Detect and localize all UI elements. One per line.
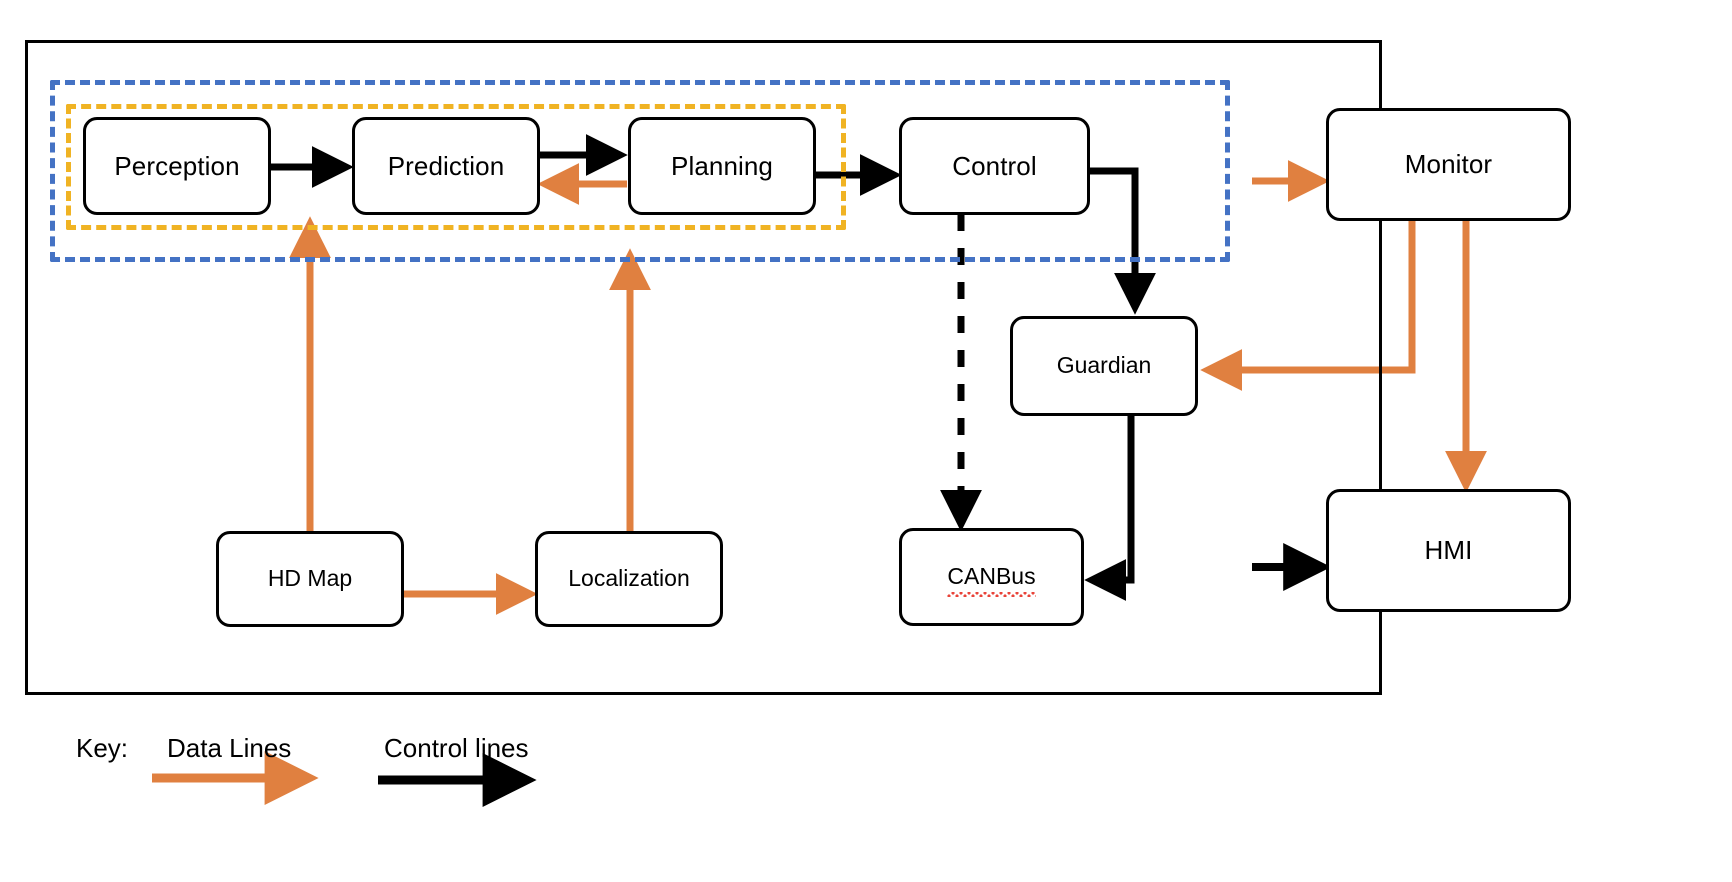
node-prediction[interactable]: Prediction: [352, 117, 540, 215]
key-data-lines-label: Data Lines: [167, 733, 292, 763]
node-hmi[interactable]: HMI: [1326, 489, 1571, 612]
node-planning[interactable]: Planning: [628, 117, 816, 215]
node-perception-label: Perception: [114, 150, 240, 181]
node-hd-map-label: HD Map: [267, 565, 353, 592]
spellcheck-underline: [947, 591, 1036, 597]
node-monitor-label: Monitor: [1404, 149, 1493, 180]
node-hd-map[interactable]: HD Map: [216, 531, 404, 627]
edge-guardian-to-canbus: [1084, 416, 1135, 601]
node-canbus[interactable]: CANBus: [899, 528, 1084, 626]
yellow-dashed-group: [66, 104, 846, 230]
node-control-label: Control: [952, 150, 1037, 181]
node-guardian[interactable]: Guardian: [1010, 316, 1198, 416]
system-boundary-box: [25, 40, 1382, 695]
node-perception[interactable]: Perception: [83, 117, 271, 215]
node-localization[interactable]: Localization: [535, 531, 723, 627]
node-canbus-label: CANBus: [947, 563, 1036, 590]
node-localization-label: Localization: [568, 565, 690, 592]
node-control[interactable]: Control: [899, 117, 1090, 215]
node-monitor[interactable]: Monitor: [1326, 108, 1571, 221]
node-canbus-label-wrap: CANBus: [947, 563, 1036, 597]
node-planning-label: Planning: [671, 150, 773, 181]
key-label: Key:: [76, 733, 129, 763]
node-guardian-label: Guardian: [1056, 352, 1152, 379]
node-prediction-label: Prediction: [387, 150, 505, 181]
node-hmi-label: HMI: [1424, 535, 1473, 566]
key-control-lines-label: Control lines: [384, 733, 529, 763]
edge-monitor-to-guardian: [1200, 221, 1416, 391]
